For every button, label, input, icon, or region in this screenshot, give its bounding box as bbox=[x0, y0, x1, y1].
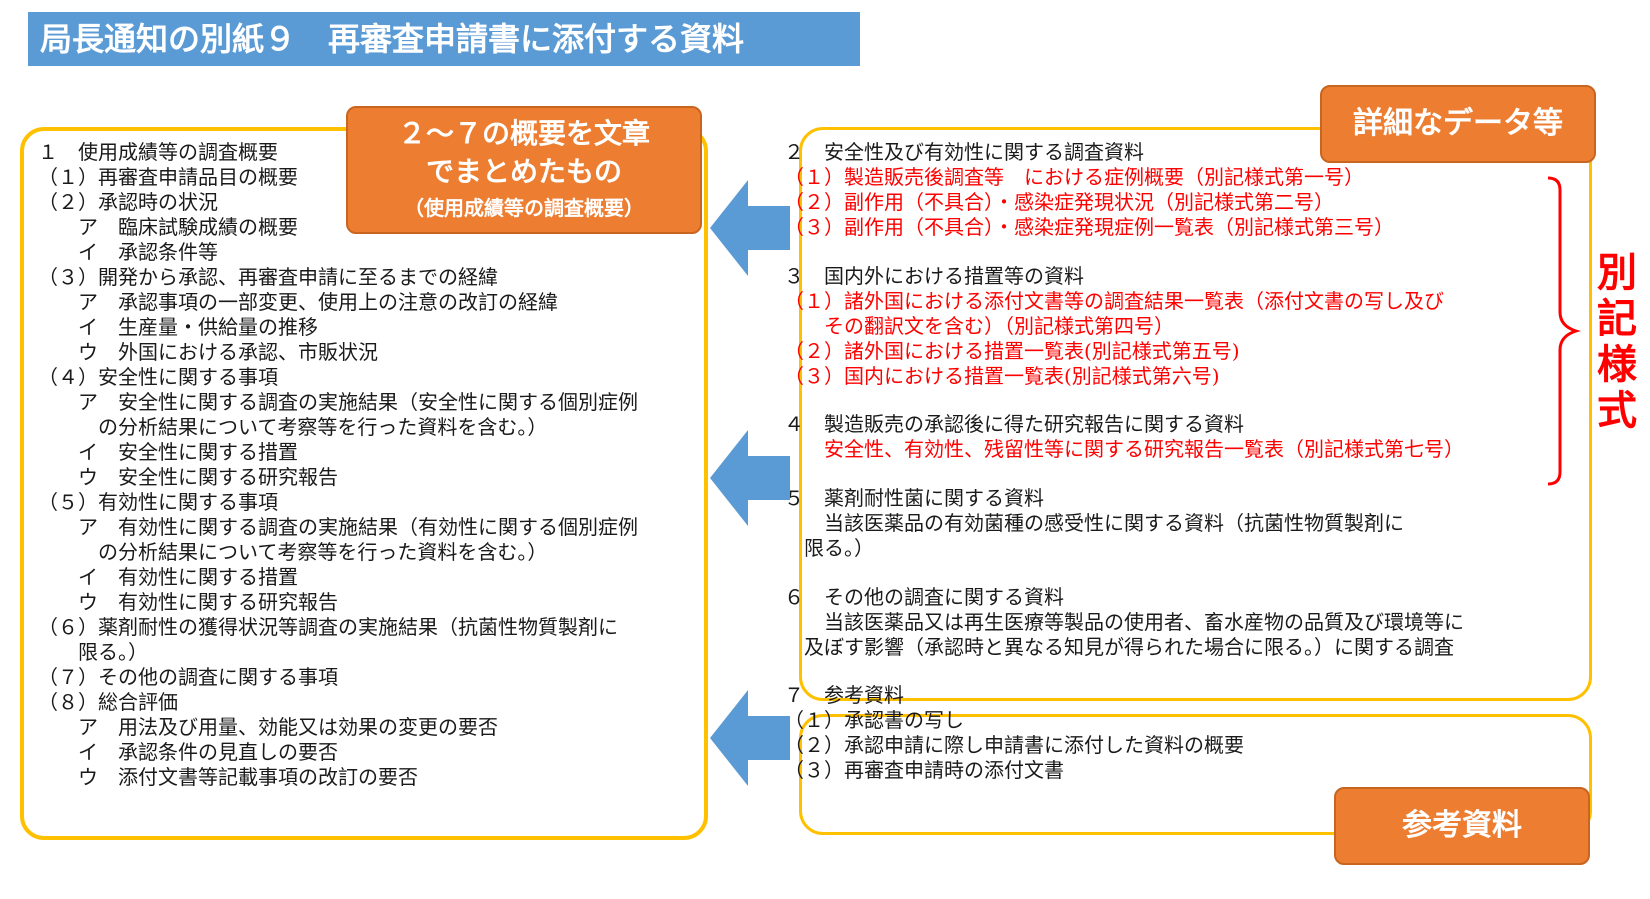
text-line: ア 臨床試験成績の概要 bbox=[38, 215, 298, 239]
text-line: ア 安全性に関する調査の実施結果（安全性に関する個別症例 bbox=[38, 390, 638, 414]
text-line: ア 用法及び用量、効能又は効果の変更の要否 bbox=[38, 715, 498, 739]
text-line: ア 有効性に関する調査の実施結果（有効性に関する個別症例 bbox=[38, 515, 638, 539]
text-line: （８）総合評価 bbox=[38, 690, 178, 714]
text-line: （１）製造販売後調査等 における症例概要（別記様式第一号） bbox=[784, 165, 1364, 189]
summary-label-line3: （使用成績等の調査概要） bbox=[404, 196, 644, 220]
text-line: 限る。） bbox=[784, 536, 874, 560]
text-line: ３ 国内外における措置等の資料 bbox=[784, 264, 1084, 288]
text-line: 安全性、有効性、残留性等に関する研究報告一覧表（別記様式第七号） bbox=[784, 437, 1464, 461]
text-line: イ 安全性に関する措置 bbox=[38, 440, 298, 464]
right-curly-brace-icon bbox=[1547, 176, 1582, 486]
text-line: イ 生産量・供給量の推移 bbox=[38, 315, 318, 339]
text-line: ウ 添付文書等記載事項の改訂の要否 bbox=[38, 765, 418, 789]
text-line: （２）副作用（不具合）・感染症発現状況（別記様式第二号） bbox=[784, 190, 1334, 214]
text-line: （４）安全性に関する事項 bbox=[38, 365, 278, 389]
text-line: （７）その他の調査に関する事項 bbox=[38, 665, 338, 689]
text-line: の分析結果について考察等を行った資料を含む。） bbox=[38, 415, 548, 439]
text-line: その翻訳文を含む）（別記様式第四号） bbox=[784, 314, 1174, 338]
left-arrow-icon bbox=[710, 690, 790, 786]
text-line: （３）副作用（不具合）・感染症発現症例一覧表（別記様式第三号） bbox=[784, 215, 1394, 239]
text-line: イ 承認条件の見直しの要否 bbox=[38, 740, 338, 764]
title-banner: 局長通知の別紙９ 再審査申請書に添付する資料 bbox=[28, 12, 860, 66]
text-line: ウ 安全性に関する研究報告 bbox=[38, 465, 338, 489]
text-line: ア 承認事項の一部変更、使用上の注意の改訂の経緯 bbox=[38, 290, 558, 314]
text-line: （１）諸外国における添付文書等の調査結果一覧表（添付文書の写し及び bbox=[784, 289, 1444, 313]
text-line: ５ 薬剤耐性菌に関する資料 bbox=[784, 486, 1044, 510]
summary-label-line2: でまとめたもの bbox=[425, 155, 622, 188]
reference-label: 参考資料 bbox=[1334, 787, 1590, 865]
left-arrow-icon bbox=[710, 430, 790, 526]
text-line: （５）有効性に関する事項 bbox=[38, 490, 278, 514]
summary-label: ２～７の概要を文章 でまとめたもの （使用成績等の調査概要） bbox=[346, 106, 702, 234]
text-line: （３）再審査申請時の添付文書 bbox=[784, 758, 1064, 782]
text-line: 限る。） bbox=[38, 640, 148, 664]
text-line: （２）諸外国における措置一覧表(別記様式第五号) bbox=[784, 339, 1240, 363]
text-line: ２ 安全性及び有効性に関する調査資料 bbox=[784, 140, 1144, 164]
bekki-label: 別記様式 bbox=[1597, 250, 1637, 434]
text-line: １ 使用成績等の調査概要 bbox=[38, 140, 278, 164]
reference-box bbox=[799, 714, 1592, 835]
left-arrow-icon bbox=[710, 180, 790, 276]
text-line: （２）承認時の状況 bbox=[38, 190, 218, 214]
text-line: ６ その他の調査に関する資料 bbox=[784, 585, 1064, 609]
text-line: （３）開発から承認、再審査申請に至るまでの経緯 bbox=[38, 265, 498, 289]
summary-label-line1: ２～７の概要を文章 bbox=[397, 117, 650, 150]
text-line: 及ぼす影響（承認時と異なる知見が得られた場合に限る。）に関する調査 bbox=[784, 635, 1454, 659]
text-line: 当該医薬品の有効菌種の感受性に関する資料（抗菌性物質製剤に bbox=[784, 511, 1404, 535]
text-line: イ 有効性に関する措置 bbox=[38, 565, 298, 589]
text-line: （２）承認申請に際し申請書に添付した資料の概要 bbox=[784, 733, 1244, 757]
page-title: 局長通知の別紙９ 再審査申請書に添付する資料 bbox=[40, 20, 745, 58]
text-line: の分析結果について考察等を行った資料を含む。） bbox=[38, 540, 548, 564]
text-line: （６）薬剤耐性の獲得状況等調査の実施結果（抗菌性物質製剤に bbox=[38, 615, 618, 639]
text-line: 当該医薬品又は再生医療等製品の使用者、畜水産物の品質及び環境等に bbox=[784, 610, 1464, 634]
text-line: ４ 製造販売の承認後に得た研究報告に関する資料 bbox=[784, 412, 1244, 436]
text-line: ウ 外国における承認、市販状況 bbox=[38, 340, 378, 364]
text-line: イ 承認条件等 bbox=[38, 240, 218, 264]
detail-data-box bbox=[799, 127, 1592, 701]
text-line: （１）再審査申請品目の概要 bbox=[38, 165, 298, 189]
text-line: ウ 有効性に関する研究報告 bbox=[38, 590, 338, 614]
detail-data-label: 詳細なデータ等 bbox=[1320, 85, 1596, 163]
text-line: （１）承認書の写し bbox=[784, 708, 964, 732]
text-line: ７ 参考資料 bbox=[784, 683, 904, 707]
text-line: （３）国内における措置一覧表(別記様式第六号) bbox=[784, 364, 1220, 388]
